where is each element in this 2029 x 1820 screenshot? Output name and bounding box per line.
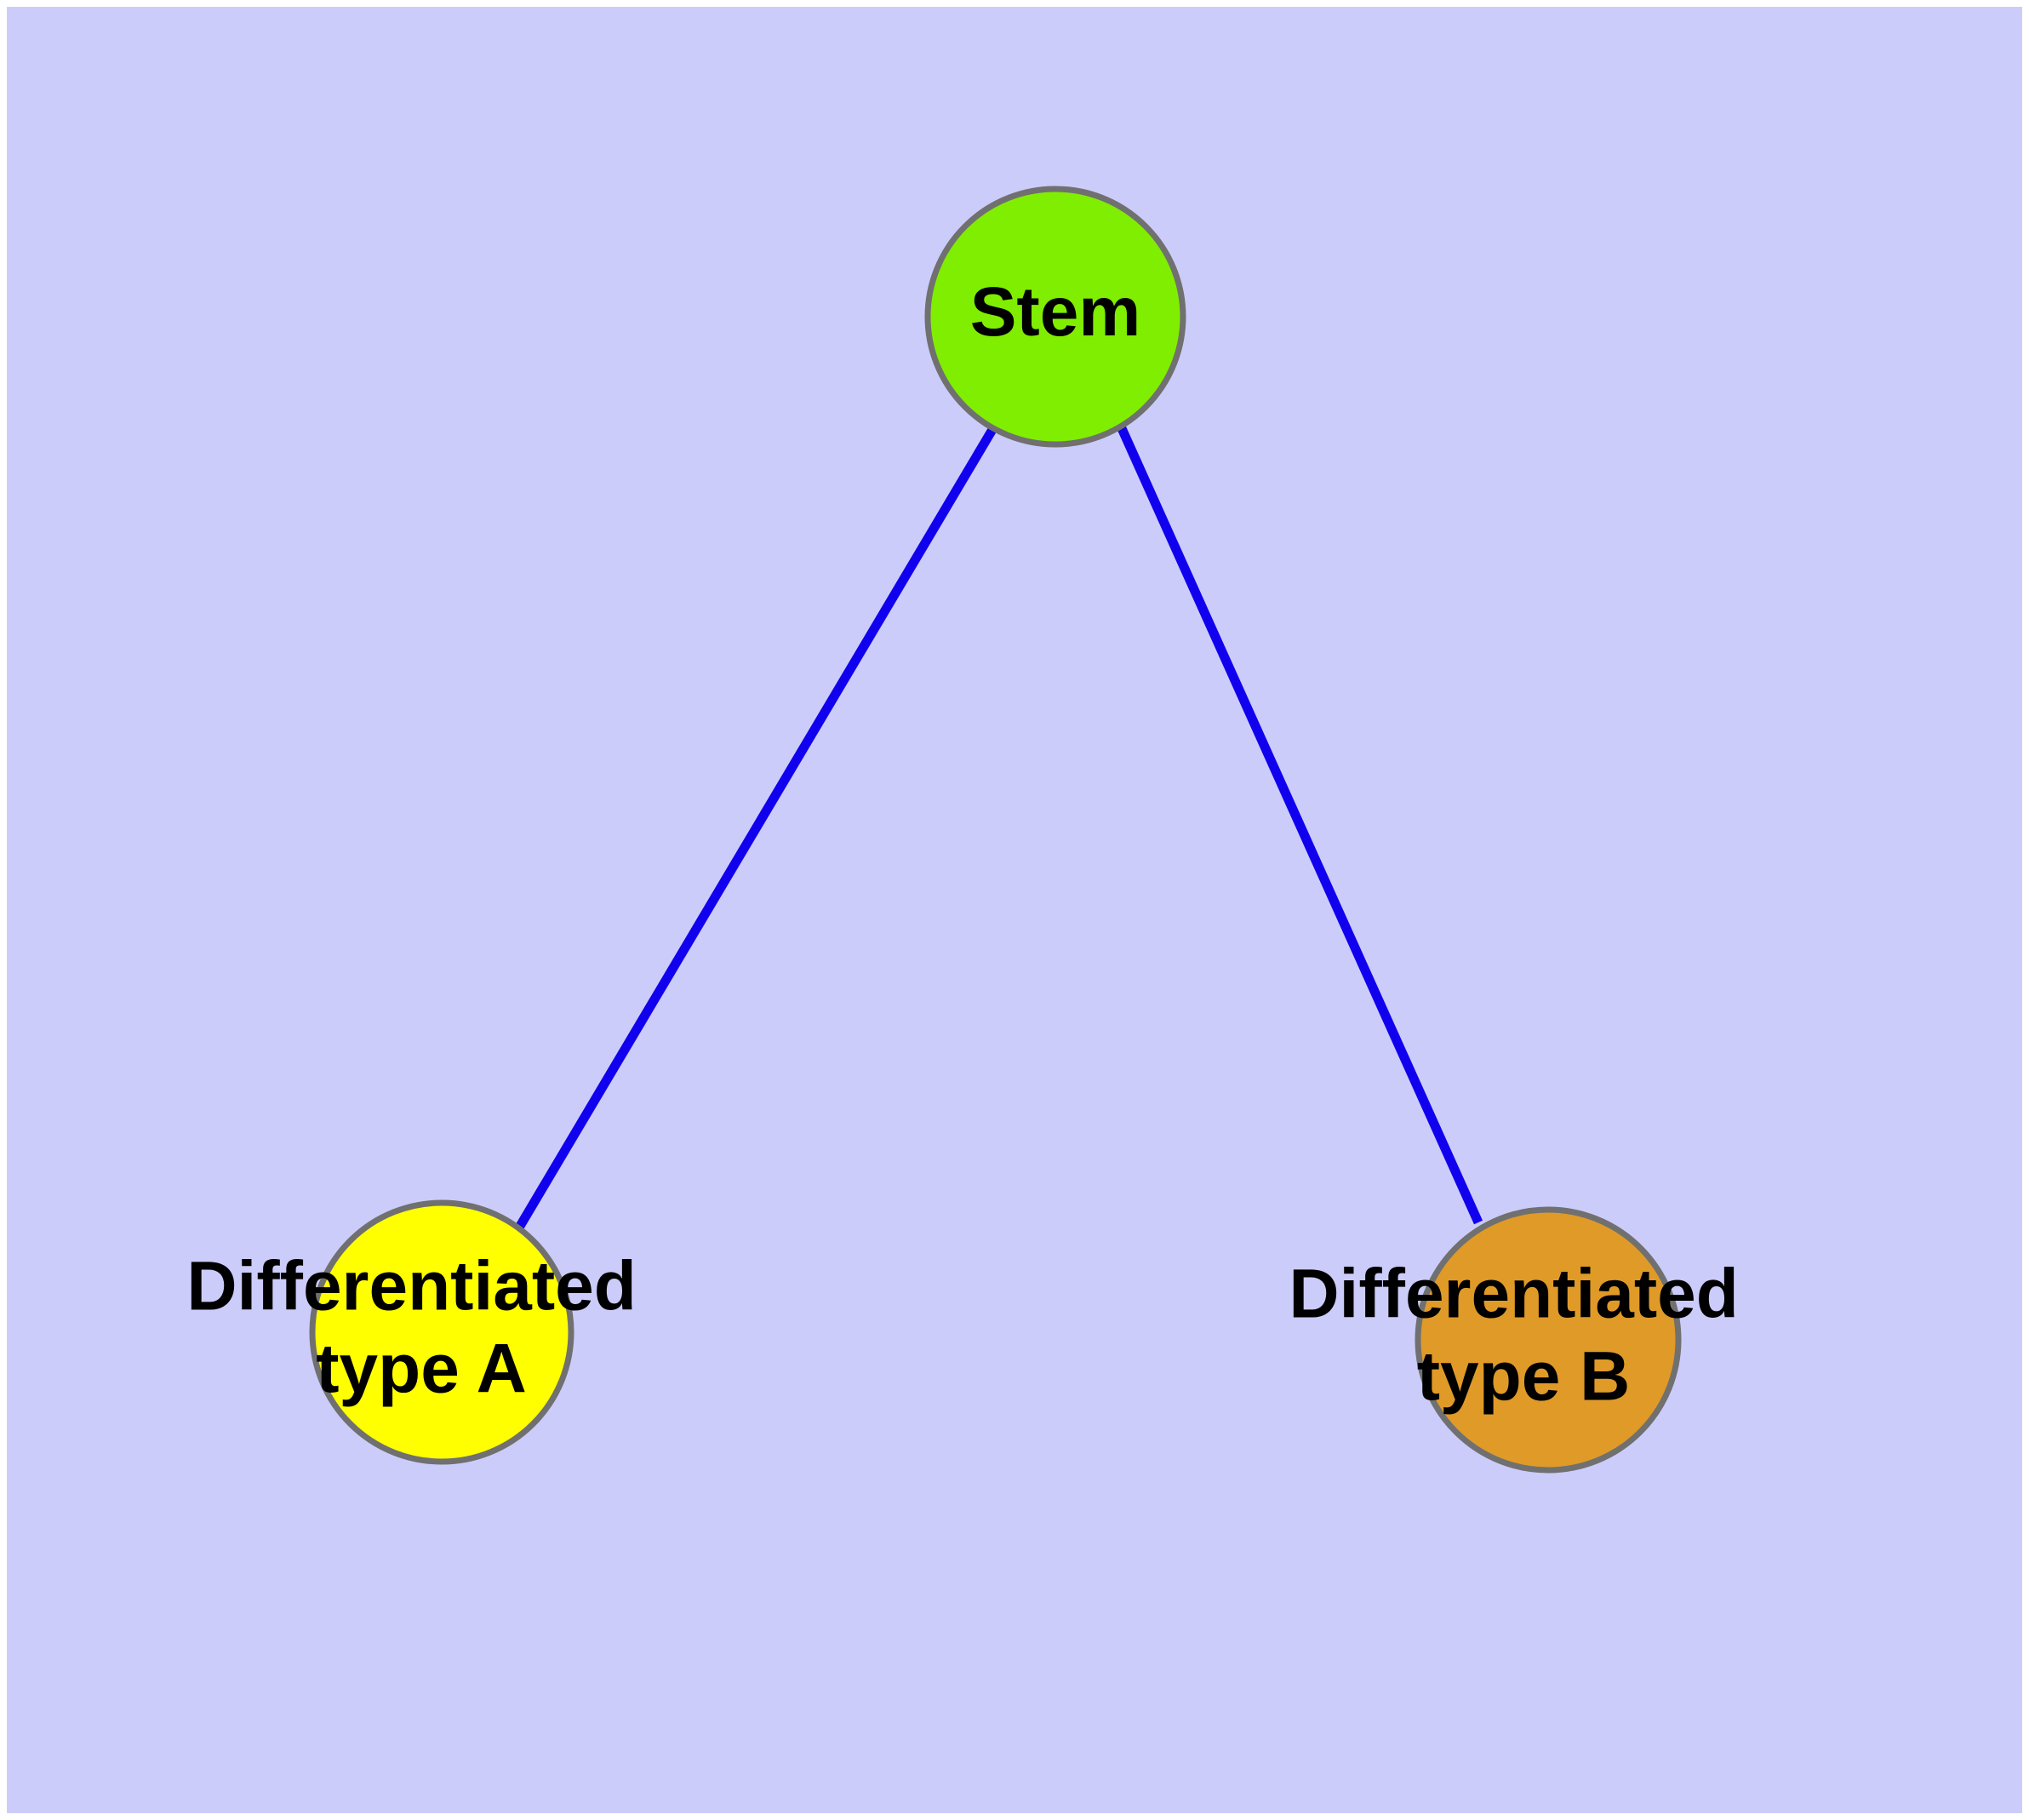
node-differentiated-type-a-label: Differentiated type A — [186, 1247, 655, 1407]
node-stem-label-line-1: Stem — [970, 273, 1141, 351]
node-stem-circle[interactable] — [924, 186, 1186, 448]
node-differentiated-type-a-label-line-2: type A — [316, 1330, 527, 1407]
node-layer: Stem Differentiated type A Differentiate… — [186, 186, 1758, 1474]
node-differentiated-type-a-circle[interactable] — [309, 1199, 574, 1465]
node-differentiated-type-b-label-line-2: type B — [1417, 1337, 1631, 1415]
edge-stem-to-differentiated-type-a[interactable] — [515, 426, 997, 1230]
node-differentiated-type-a-label-line-1: Differentiated — [186, 1247, 637, 1325]
node-differentiated-type-b-label-line-1: Differentiated — [1289, 1255, 1739, 1332]
node-differentiated-type-a[interactable]: Differentiated type A — [186, 1199, 655, 1465]
node-stem[interactable]: Stem — [924, 186, 1186, 448]
node-differentiated-type-b-label: Differentiated type B — [1289, 1255, 1758, 1415]
node-stem-label: Stem — [970, 273, 1141, 351]
edge-stem-to-differentiated-type-b[interactable] — [1116, 424, 1483, 1225]
node-differentiated-type-b[interactable]: Differentiated type B — [1289, 1206, 1758, 1474]
node-differentiated-type-b-circle[interactable] — [1415, 1206, 1682, 1474]
edge-layer — [515, 424, 1483, 1230]
